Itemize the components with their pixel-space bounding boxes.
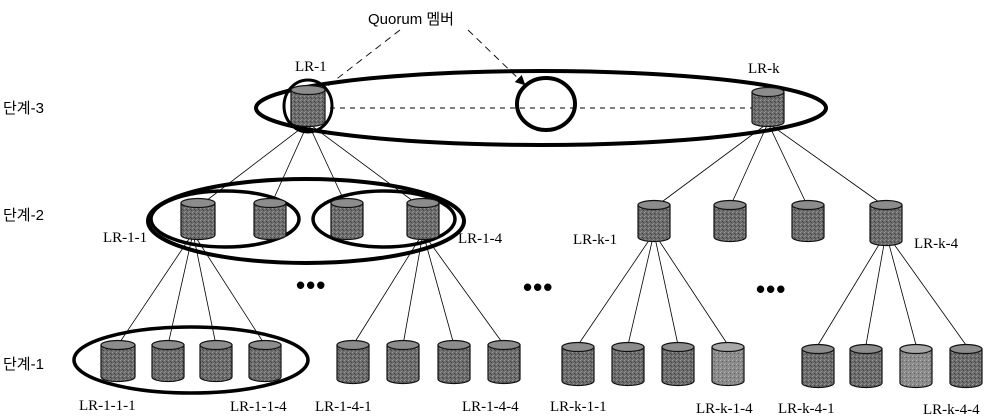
node-label-lr-k-1-4: LR-k-1-4	[696, 401, 753, 417]
cylinder-lr-k-4-3	[899, 343, 933, 389]
node-label-lr-k-1-1: LR-k-1-1	[550, 399, 607, 415]
cylinder-lr-1-4-1	[336, 339, 370, 385]
cylinder-lr-k-4-4	[949, 343, 983, 389]
cylinder-lr-1-3	[330, 197, 364, 241]
cylinder-lr-1-1-4	[248, 339, 282, 383]
cylinder-lr-k-4	[869, 199, 903, 247]
quorum-member-label: Quorum 멤버	[368, 11, 454, 28]
quorum-member-circle	[515, 76, 577, 132]
cylinder-lr-1	[290, 84, 326, 128]
cylinder-lr-k-1-2	[611, 341, 645, 387]
cylinder-nodes	[100, 84, 983, 389]
cylinder-lr-k-1-1	[561, 341, 595, 387]
cylinder-lr-1-1-3	[199, 339, 233, 383]
level1-group-ellipse	[72, 325, 310, 395]
level-1-label: 단계-1	[3, 356, 44, 373]
cylinder-lr-k-4-2	[849, 343, 883, 389]
cylinder-lr-k-1-3	[661, 341, 695, 387]
cylinder-lr-k	[751, 86, 785, 128]
node-label-lr-k-1: LR-k-1	[573, 232, 617, 248]
cylinder-lr-1-1	[180, 197, 216, 241]
lr-1-highlight-ring	[282, 78, 334, 134]
level2-group-ellipse-outer	[146, 177, 466, 265]
node-label-lr-1-4: LR-1-4	[458, 231, 503, 247]
quorum-pointer-lines	[324, 29, 757, 109]
level3-group-ellipse	[254, 69, 828, 147]
cylinder-lr-1-4	[406, 197, 440, 241]
level2-group-ellipse-right	[311, 189, 457, 249]
cylinder-lr-1-1-1	[100, 339, 136, 383]
node-label-lr-1-1-1: LR-1-1-1	[79, 398, 136, 414]
cylinder-lr-1-4-2	[386, 339, 420, 385]
cylinder-lr-k-1	[637, 199, 671, 243]
ellipsis-dots-middle: •••	[523, 272, 553, 302]
node-label-lr-1-1-4: LR-1-1-4	[230, 399, 287, 415]
node-label-lr-1-4-1: LR-1-4-1	[315, 399, 372, 415]
node-label-lr-k: LR-k	[748, 61, 780, 77]
cylinder-lr-k-2	[713, 199, 747, 243]
node-label-lr-1-1: LR-1-1	[103, 230, 147, 246]
ellipsis-dots-right: •••	[756, 274, 786, 304]
level-3-label: 단계-3	[3, 100, 44, 117]
cylinder-lr-1-2	[253, 197, 287, 241]
ellipsis-dots-left: •••	[296, 270, 326, 300]
cylinder-lr-1-1-2	[151, 339, 185, 383]
cylinder-lr-1-4-3	[437, 339, 471, 385]
node-label-lr-k-4: LR-k-4	[914, 236, 959, 252]
node-label-lr-1-4-4: LR-1-4-4	[462, 399, 519, 415]
level-2-label: 단계-2	[3, 207, 44, 224]
cylinder-lr-k-3	[791, 199, 825, 243]
connection-lines	[117, 122, 967, 346]
node-label-lr-1: LR-1	[295, 59, 327, 75]
cylinder-lr-k-4-1	[801, 343, 835, 389]
node-label-lr-k-4-4: LR-k-4-4	[923, 402, 980, 418]
cylinder-lr-k-1-4	[711, 341, 745, 387]
level2-group-ellipse-left	[149, 189, 301, 249]
cylinder-lr-1-4-4	[487, 339, 521, 385]
node-label-lr-k-4-1: LR-k-4-1	[778, 401, 835, 417]
